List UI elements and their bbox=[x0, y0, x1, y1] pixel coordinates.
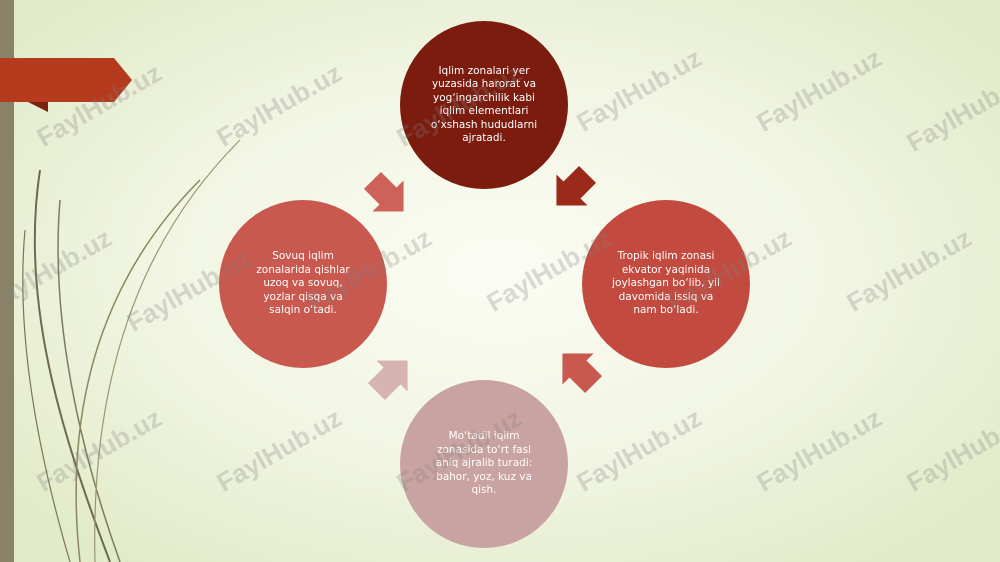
cycle-node-left-text: Sovuq iqlim zonalarida qishlar uzoq va s… bbox=[256, 250, 350, 317]
watermark: FaylHub.uz bbox=[751, 402, 887, 498]
cycle-node-top-text: Iqlim zonalari yer yuzasida harorat va y… bbox=[430, 64, 538, 145]
left-accent-bar bbox=[0, 0, 14, 562]
watermark: FaylHub.uz bbox=[901, 402, 1000, 498]
cycle-node-bottom-text: Mo‘tadil iqlim zonasida to‘rt fasl aniq … bbox=[435, 430, 533, 497]
cycle-node-bottom: Mo‘tadil iqlim zonasida to‘rt fasl aniq … bbox=[400, 380, 568, 548]
cycle-node-right-text: Tropik iqlim zonasi ekvator yaqinida joy… bbox=[612, 250, 720, 317]
arrow-right-to-bottom bbox=[562, 353, 603, 394]
watermark: FaylHub.uz bbox=[901, 62, 1000, 158]
arrow-top-to-right bbox=[556, 165, 597, 206]
watermark: FaylHub.uz bbox=[841, 222, 977, 318]
decorative-swooshes bbox=[22, 139, 241, 562]
watermark: FaylHub.uz bbox=[571, 402, 707, 498]
watermark: FaylHub.uz bbox=[571, 42, 707, 138]
arrow-bottom-to-left bbox=[367, 360, 408, 401]
title-ribbon bbox=[0, 58, 132, 112]
cycle-node-right: Tropik iqlim zonasi ekvator yaqinida joy… bbox=[582, 200, 750, 368]
arrow-left-to-top bbox=[363, 171, 404, 212]
cycle-node-left: Sovuq iqlim zonalarida qishlar uzoq va s… bbox=[219, 200, 387, 368]
cycle-node-top: Iqlim zonalari yer yuzasida harorat va y… bbox=[400, 21, 568, 189]
watermark: FaylHub.uz bbox=[751, 42, 887, 138]
